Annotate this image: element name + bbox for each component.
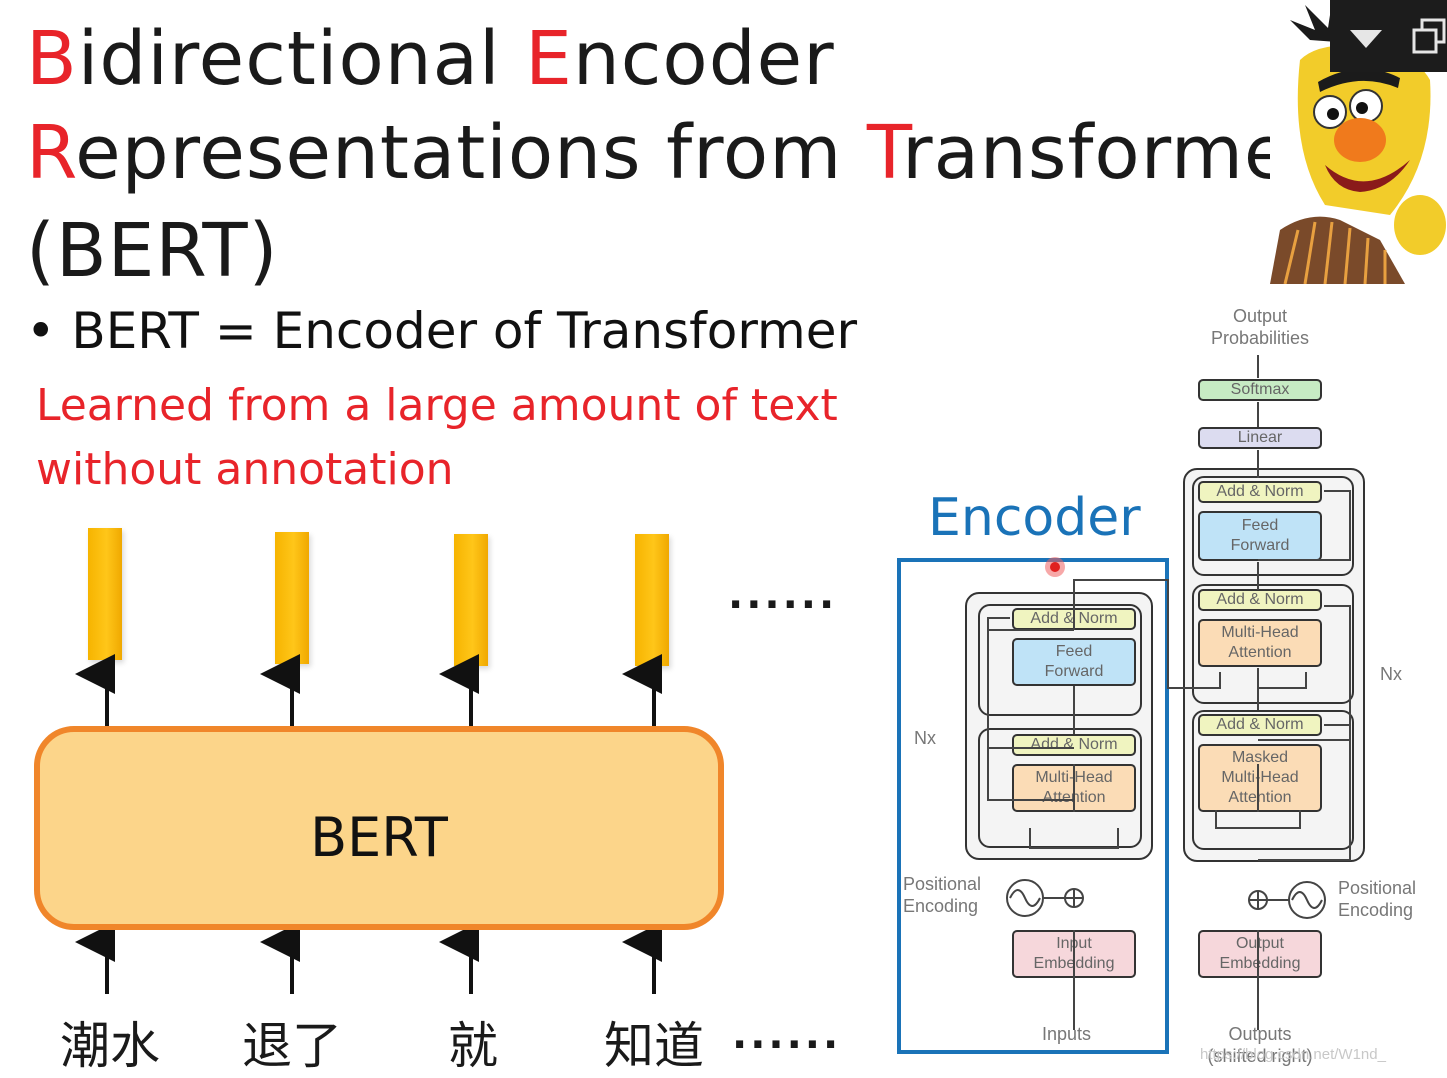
token-2: 退了 bbox=[242, 1017, 342, 1075]
token-4: 知道 bbox=[604, 1017, 704, 1075]
bullet-definition: • BERT = Encoder of Transformer bbox=[26, 302, 858, 360]
title-line-2-part-1: epresentations from bbox=[75, 110, 867, 196]
title-line-1: Bidirectional Encoder bbox=[26, 22, 835, 96]
dec-nx-label: Nx bbox=[1380, 664, 1402, 684]
enc-nx-label: Nx bbox=[914, 728, 936, 748]
decoder-masked-attn-sublayer bbox=[1192, 710, 1354, 850]
inputs-label: Inputs bbox=[1042, 1024, 1092, 1044]
title-line-2-part-2: T bbox=[866, 110, 903, 196]
encoder-stack bbox=[965, 592, 1153, 860]
dec-multi-head-attention: Multi-Head Attention bbox=[1198, 619, 1322, 667]
transformer-connectors bbox=[987, 355, 1351, 1030]
bert-model-box: BERT bbox=[34, 726, 724, 930]
encoder-highlight-frame bbox=[897, 558, 1169, 1054]
outputs-label: Outputs (shifted right) bbox=[1207, 1024, 1313, 1066]
encoder-label: Encoder bbox=[928, 488, 1141, 548]
enc-feed-forward: Feed Forward bbox=[1012, 638, 1136, 686]
title-line-1-part-2: E bbox=[525, 16, 573, 102]
decoder-cross-attn-sublayer bbox=[1192, 584, 1354, 704]
token-3: 就 bbox=[448, 1017, 498, 1075]
encoder-ffn-sublayer bbox=[978, 604, 1142, 716]
linear-block: Linear bbox=[1198, 427, 1322, 449]
note-line-1: Learned from a large amount of text bbox=[36, 380, 838, 431]
chevron-down-icon[interactable] bbox=[1348, 26, 1384, 52]
dec-add-norm-3: Add & Norm bbox=[1198, 714, 1322, 736]
output-probabilities-label: Output Probabilities bbox=[1210, 306, 1310, 348]
enc-positional-encoding-label: Positional Encoding bbox=[903, 874, 982, 916]
token-1: 潮水 bbox=[60, 1017, 160, 1075]
dec-add-norm-1: Add & Norm bbox=[1198, 481, 1322, 503]
dec-positional-encoding-label: Positional Encoding bbox=[1338, 878, 1417, 920]
dec-feed-forward: Feed Forward bbox=[1198, 511, 1322, 561]
title-line-2-part-0: R bbox=[26, 110, 76, 196]
enc-add-norm-bottom: Add & Norm bbox=[1012, 734, 1136, 756]
input-ellipsis: ...... bbox=[732, 1012, 842, 1058]
title-line-3: (BERT) bbox=[26, 208, 279, 294]
output-embedding: Output Embedding bbox=[1198, 930, 1322, 978]
restore-window-icon[interactable] bbox=[1412, 18, 1446, 56]
output-vector-3 bbox=[454, 534, 488, 666]
note-line-2: without annotation bbox=[36, 444, 454, 495]
video-toolbar bbox=[1330, 0, 1447, 72]
output-vector-4 bbox=[635, 534, 669, 666]
dec-masked-multi-head-attention: Masked Multi-Head Attention bbox=[1198, 744, 1322, 812]
dec-add-norm-2: Add & Norm bbox=[1198, 589, 1322, 611]
output-vector-2 bbox=[275, 532, 309, 664]
output-vector-1 bbox=[88, 528, 122, 660]
title-line-1-part-0: B bbox=[26, 16, 78, 102]
bert-arrows bbox=[75, 654, 662, 994]
title-line-1-part-3: ncoder bbox=[572, 16, 835, 102]
watermark: https://blog.csdn.net/W1nd_ bbox=[1200, 1046, 1386, 1063]
output-ellipsis: ...... bbox=[728, 572, 838, 618]
bert-label: BERT bbox=[310, 806, 448, 869]
decoder-ffn-sublayer bbox=[1192, 476, 1354, 576]
title-line-1-part-1: idirectional bbox=[77, 16, 526, 102]
softmax-block: Softmax bbox=[1198, 379, 1322, 401]
bert-muppet-image bbox=[1270, 0, 1447, 284]
cursor-dot-icon bbox=[1045, 557, 1065, 577]
